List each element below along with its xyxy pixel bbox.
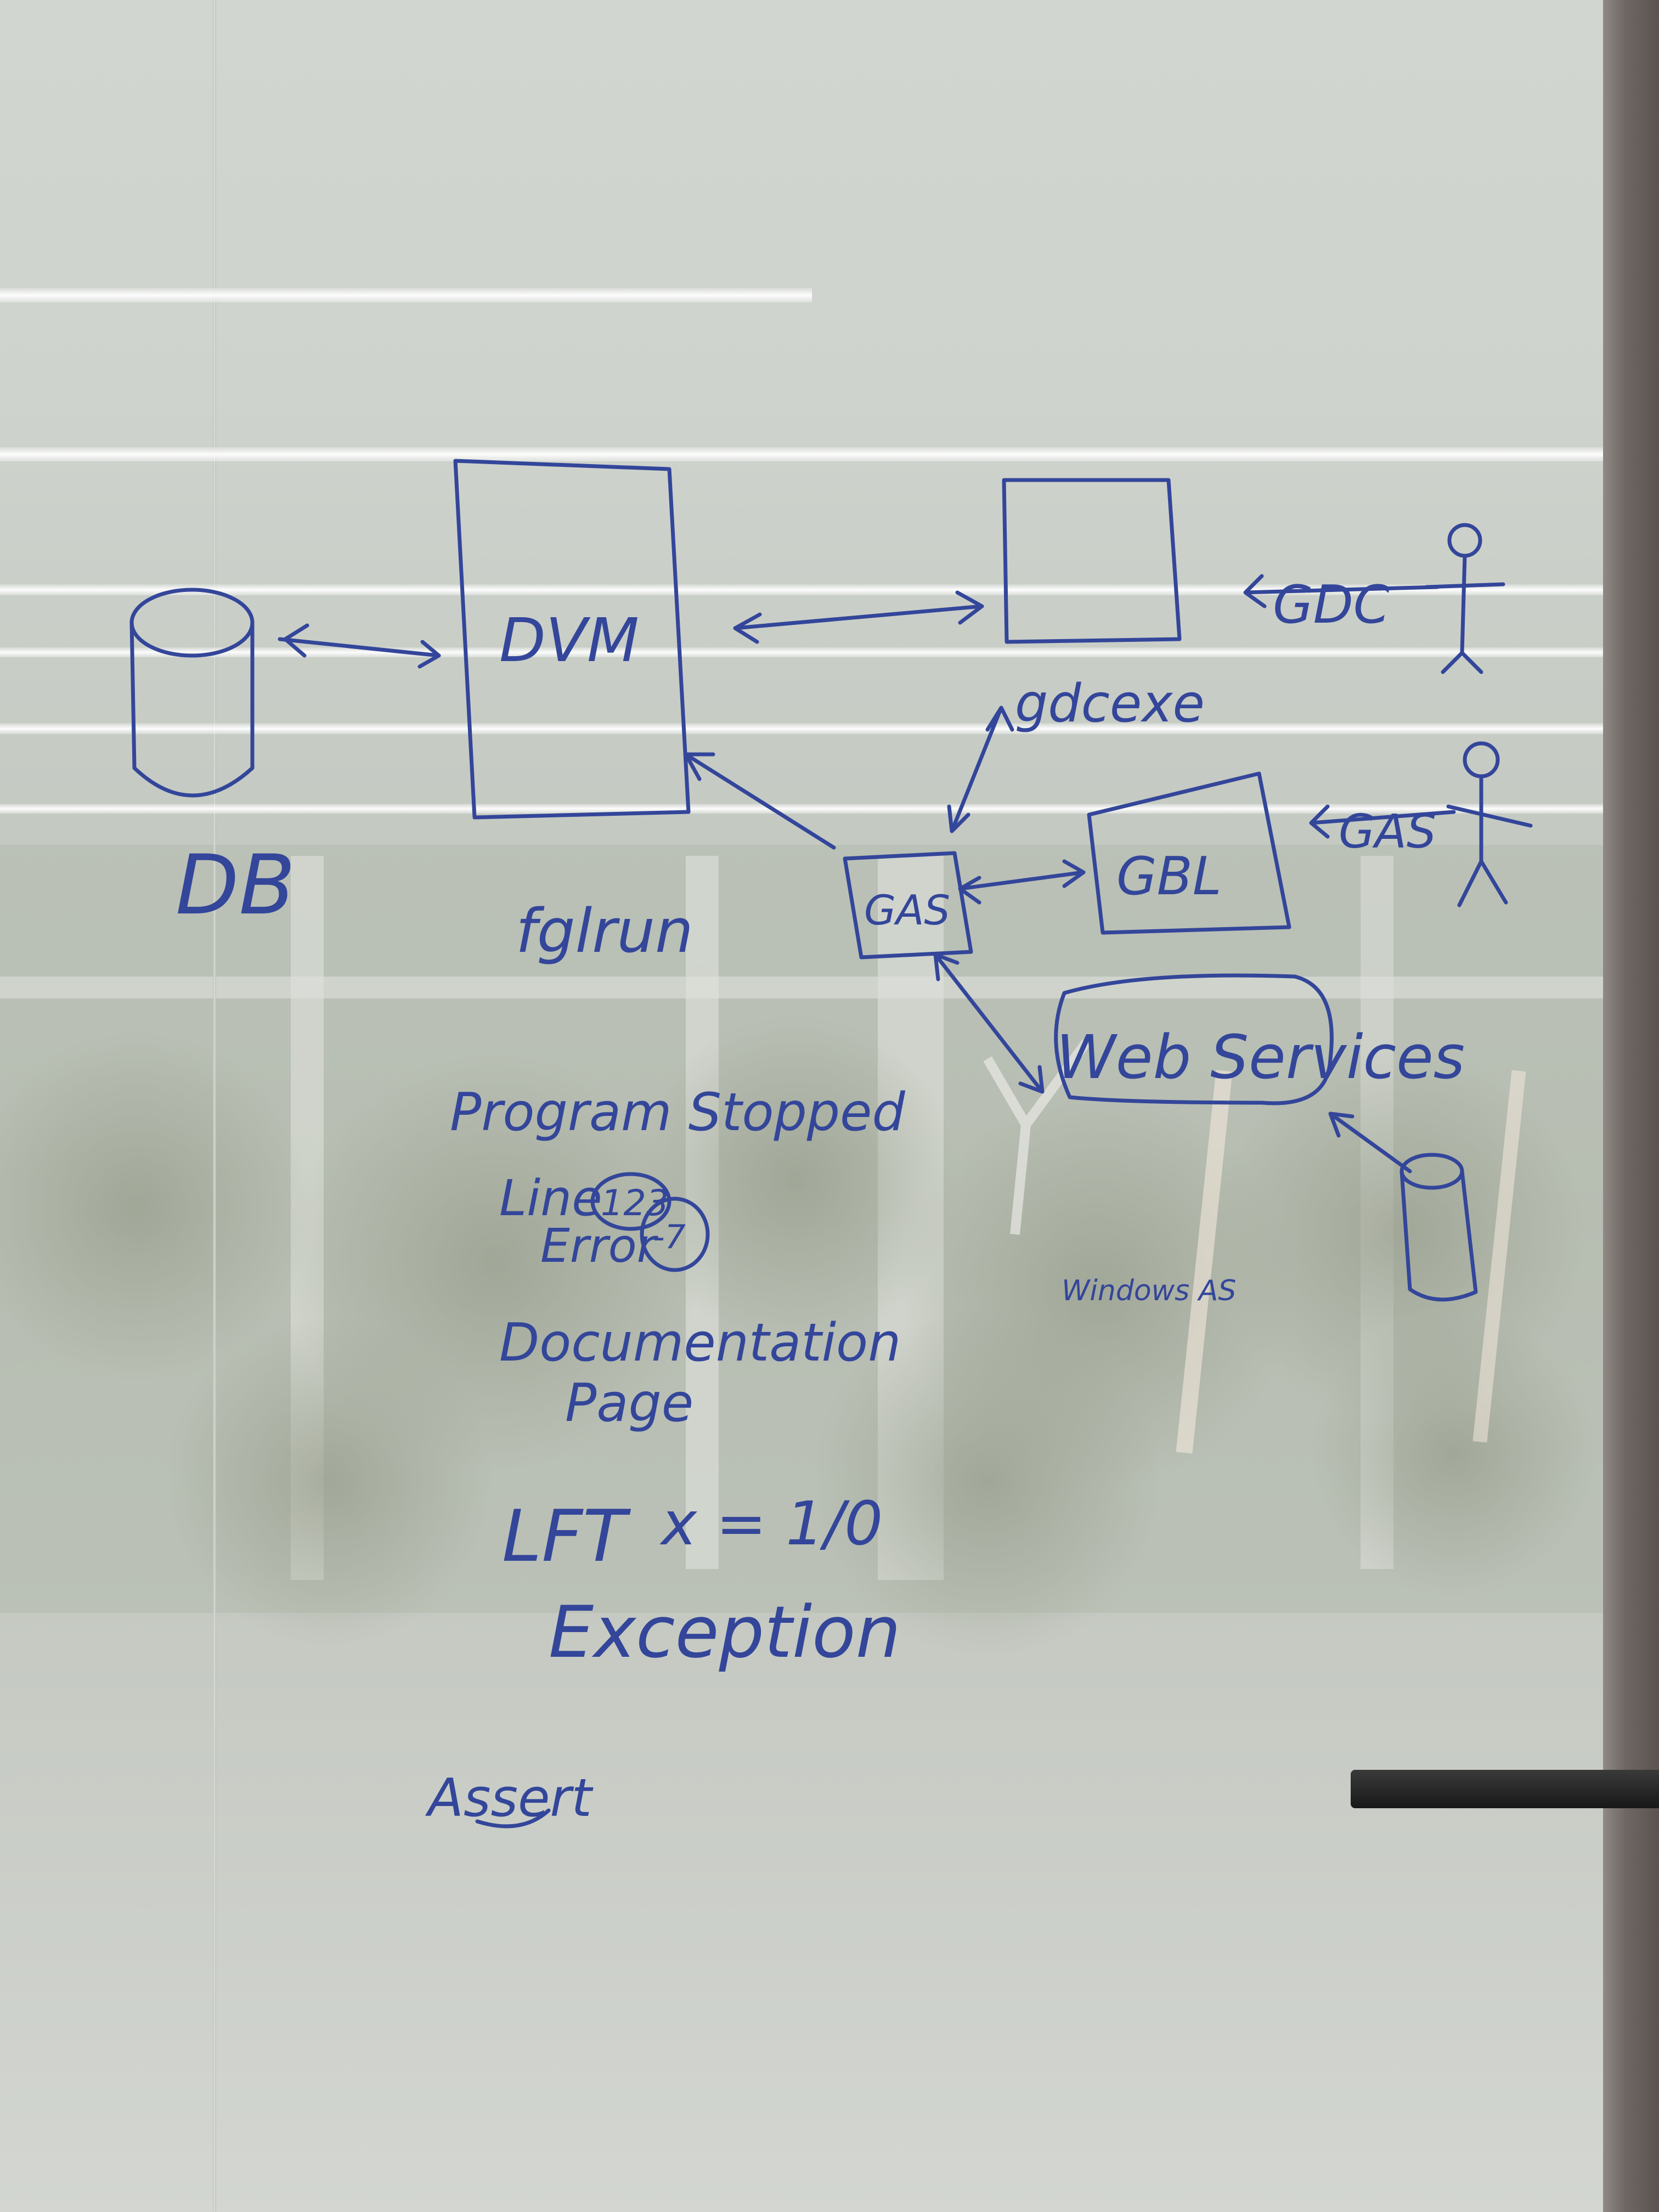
equation-note: x = 1/0 [659, 1488, 883, 1559]
error-number: -7 [653, 1218, 686, 1256]
exception-note: Exception [549, 1590, 901, 1674]
webservices-db-arrow [1328, 1111, 1412, 1173]
gas-gbl-arrow [958, 859, 1086, 905]
db-dvm-arrow [278, 623, 441, 669]
gas-box [843, 851, 973, 960]
program-stopped-note: Program Stopped [450, 1082, 906, 1143]
dvm-gas-arrow [684, 752, 836, 850]
line-note: Line [499, 1170, 602, 1227]
dvm-box [453, 459, 691, 820]
gdc-client-box [1002, 478, 1182, 644]
windows-label: Windows AS [1062, 1274, 1236, 1307]
user-actor-icon [1424, 523, 1505, 674]
dvm-gdc-arrow [733, 590, 984, 644]
page-note: Page [565, 1373, 693, 1434]
webservices-oval [1054, 973, 1334, 1105]
assert-underline [475, 1808, 551, 1829]
documentation-note: Documentation [499, 1313, 901, 1373]
dvm-label: DVM [499, 605, 639, 675]
database-cylinder-icon [1400, 1153, 1478, 1302]
gdc-actor-label: GDC [1273, 575, 1390, 635]
ceiling-light-reflection [0, 288, 812, 302]
gdcexe-gas-arrow [947, 706, 1014, 833]
gas-label: GAS [864, 886, 950, 934]
user-actor-icon [1446, 741, 1533, 907]
ceiling-light-reflection [0, 447, 1607, 461]
gdcexe-label: gdcexe [1015, 674, 1205, 734]
ceiling-light-reflection [0, 584, 1607, 595]
gas-webservices-arrow [933, 952, 1045, 1094]
line-number-circle [590, 1172, 672, 1231]
gdc-arrow [1243, 574, 1440, 608]
database-cylinder-icon [129, 588, 255, 798]
fglrun-label: fglrun [516, 896, 693, 966]
gas-actor-arrow [1309, 804, 1456, 839]
error-number-circle [640, 1197, 710, 1272]
assert-note: Assert [425, 1768, 594, 1829]
ceiling-light-reflection [0, 723, 1607, 734]
board-seam [213, 0, 216, 2212]
error-note: Error [540, 1219, 659, 1273]
door-frame [1603, 0, 1659, 2212]
marker-tray[interactable] [1351, 1770, 1659, 1808]
gbl-label: GBL [1116, 847, 1222, 907]
webservices-label: Web Services [1056, 1022, 1465, 1092]
ceiling-light-reflection [0, 804, 1607, 814]
gbl-box [1087, 771, 1291, 935]
db-label: DB [176, 838, 295, 933]
lft-note: LFT [502, 1494, 631, 1578]
